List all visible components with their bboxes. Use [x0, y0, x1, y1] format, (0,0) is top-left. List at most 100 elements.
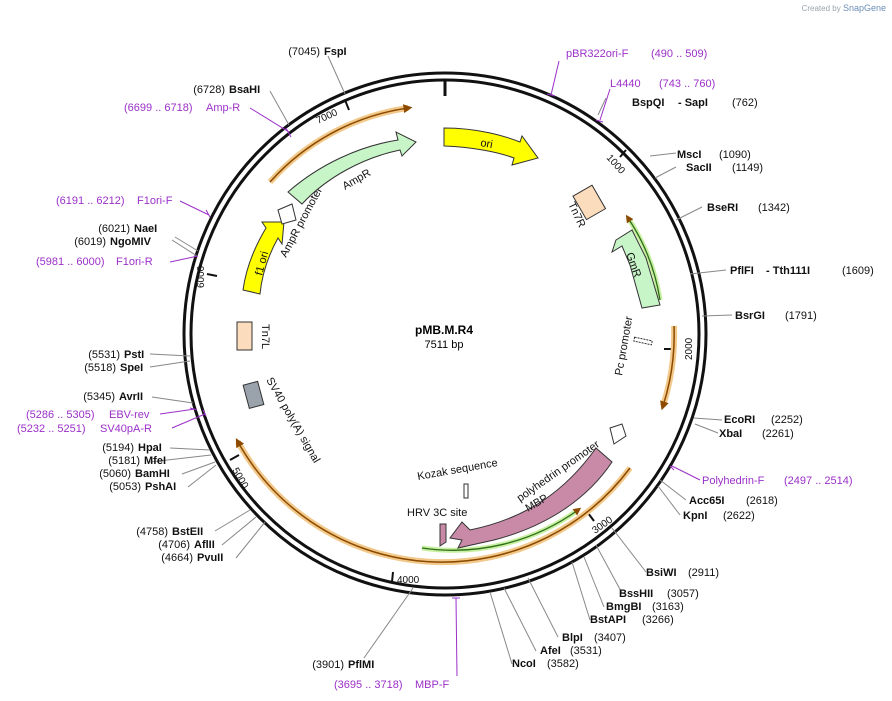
site-bsteii-pos: (4758): [136, 526, 168, 538]
site-msci-name: MscI: [677, 149, 701, 161]
site-blpi-name: BlpI: [562, 632, 583, 644]
primer-mbpf-range: (3695 .. 3718): [334, 679, 403, 691]
site-bseri-pos: (1342): [758, 202, 790, 214]
site-bseri-name: BseRI: [707, 202, 738, 214]
kozak-label: Kozak sequence: [416, 457, 498, 483]
site-pflfi-sep: - Tth111I: [766, 265, 810, 277]
site-bsiwi-name: BsiWI: [646, 567, 677, 579]
hrv-label: HRV 3C site: [407, 507, 467, 519]
right-sites: BspQI - SapI (762) MscI (1090) SacII (11…: [512, 97, 874, 670]
primer-lines: [159, 60, 701, 677]
site-bsrgi-pos: (1791): [785, 310, 817, 322]
sv40-label: SV40 poly(A) signal: [263, 376, 322, 466]
site-acc65i-pos: (2618): [746, 495, 778, 507]
site-msci-pos: (1090): [719, 149, 751, 161]
tn7r-box: [572, 184, 607, 221]
tick-7000: 7000: [315, 107, 340, 127]
primer-f1orir-name: F1ori-R: [116, 256, 153, 268]
leader-lines: [149, 55, 733, 665]
site-fspi-name: FspI: [324, 46, 347, 58]
site-pflfi-pos: (1609): [842, 265, 874, 277]
site-bsshii-name: BssHII: [619, 588, 653, 600]
primer-polyhedrin-range: (2497 .. 2514): [784, 475, 853, 487]
site-bamhi-pos: (5060): [99, 468, 131, 480]
site-pflmi-pos: (3901): [312, 659, 344, 671]
primer-ampr-range: (6699 .. 6718): [124, 102, 193, 114]
site-bsiwi-pos: (2911): [688, 567, 719, 579]
primer-polyhedrin-name: Polyhedrin-F: [702, 475, 765, 487]
site-kpni-pos: (2622): [723, 510, 755, 522]
primer-pbr322-range: (490 .. 509): [651, 48, 707, 60]
tick-6000: 6000: [196, 265, 207, 288]
primer-labels: pBR322ori-F (490 .. 509) L4440 (743 .. 7…: [17, 48, 853, 691]
polyhedrin-promoter-arrow: [609, 423, 627, 445]
ori-label: ori: [479, 137, 493, 151]
ori-arrow: [443, 127, 539, 166]
primer-ebv-name: EBV-rev: [109, 409, 150, 421]
site-xbai-name: XbaI: [719, 428, 742, 440]
left-sites: (7045) FspI (6728) BsaHI (6021) NaeI (60…: [74, 46, 374, 671]
site-bsteii-name: BstEII: [172, 526, 203, 538]
site-afei-name: AfeI: [540, 645, 561, 657]
site-pflfi-name: PflFI: [730, 265, 754, 277]
ampr-arrow: [287, 131, 417, 205]
site-fspi-pos: (7045): [288, 46, 320, 58]
hrv-arrow: [439, 523, 447, 547]
kozak-box: [463, 483, 469, 499]
snapgene-credit: Created by SnapGene: [802, 3, 886, 13]
mbp-arrow: [449, 447, 613, 549]
tn7l-box: [236, 321, 253, 351]
primer-pbr322-name: pBR322ori-F: [566, 48, 629, 60]
primer-l4440-range: (743 .. 760): [659, 78, 715, 90]
site-bstapi-name: BstAPI: [590, 614, 626, 626]
primer-sv40pa-name: SV40pA-R: [100, 423, 152, 435]
site-xbai-pos: (2261): [762, 428, 794, 440]
site-psti-name: PstI: [124, 349, 144, 361]
site-sacii-name: SacII: [686, 162, 712, 174]
site-aflii-pos: (4706): [158, 539, 190, 551]
site-afei-pos: (3531): [570, 645, 602, 657]
site-pflmi-name: PflMI: [348, 659, 374, 671]
site-pshai-name: PshAI: [145, 481, 176, 493]
site-spei-pos: (5518): [84, 362, 116, 374]
ampr-promoter-arrow: [277, 203, 297, 225]
primer-mbpf-name: MBP-F: [415, 679, 450, 691]
site-psti-pos: (5531): [88, 349, 120, 361]
site-bspqi-pos: (762): [732, 97, 758, 109]
credit-brand: SnapGene: [842, 3, 886, 13]
site-avrii-name: AvrII: [119, 391, 143, 403]
site-ngomiv-name: NgoMIV: [110, 236, 152, 248]
site-mfei-pos: (5181): [108, 455, 140, 467]
site-bmgbi-name: BmgBI: [606, 601, 641, 613]
site-mfei-name: MfeI: [144, 455, 166, 467]
site-bsahi-name: BsaHI: [229, 84, 260, 96]
site-bstapi-pos: (3266): [642, 614, 674, 626]
site-pshai-pos: (5053): [109, 481, 141, 493]
site-avrii-pos: (5345): [83, 391, 115, 403]
site-hpai-name: HpaI: [138, 442, 162, 454]
site-bsshii-pos: (3057): [667, 588, 699, 600]
site-ecori-name: EcoRI: [724, 414, 755, 426]
site-bspqi-sep: - SapI: [678, 97, 708, 109]
site-naei-pos: (6021): [98, 223, 130, 235]
site-naei-name: NaeI: [134, 223, 157, 235]
primer-f1orir-range: (5981 .. 6000): [36, 256, 105, 268]
site-sacii-pos: (1149): [732, 162, 763, 174]
site-bamhi-name: BamHI: [135, 468, 170, 480]
credit-prefix: Created by: [801, 4, 841, 13]
site-blpi-pos: (3407): [594, 632, 626, 644]
site-hpai-pos: (5194): [102, 442, 134, 454]
site-bsrgi-name: BsrGI: [735, 310, 765, 322]
site-pvuii-name: PvuII: [197, 552, 223, 564]
tick-2000: 2000: [684, 337, 695, 360]
primer-f1orif-name: F1ori-F: [137, 195, 173, 207]
pc-promoter-label: Pc promoter: [613, 315, 635, 376]
site-spei-name: SpeI: [120, 362, 143, 374]
site-ncoi-name: NcoI: [512, 658, 536, 670]
plasmid-name: pMB.M.R4: [415, 323, 473, 337]
pc-promoter-mark: [633, 336, 653, 346]
tick-4000: 4000: [397, 575, 420, 586]
primer-l4440-name: L4440: [610, 78, 641, 90]
site-ecori-pos: (2252): [771, 414, 803, 426]
